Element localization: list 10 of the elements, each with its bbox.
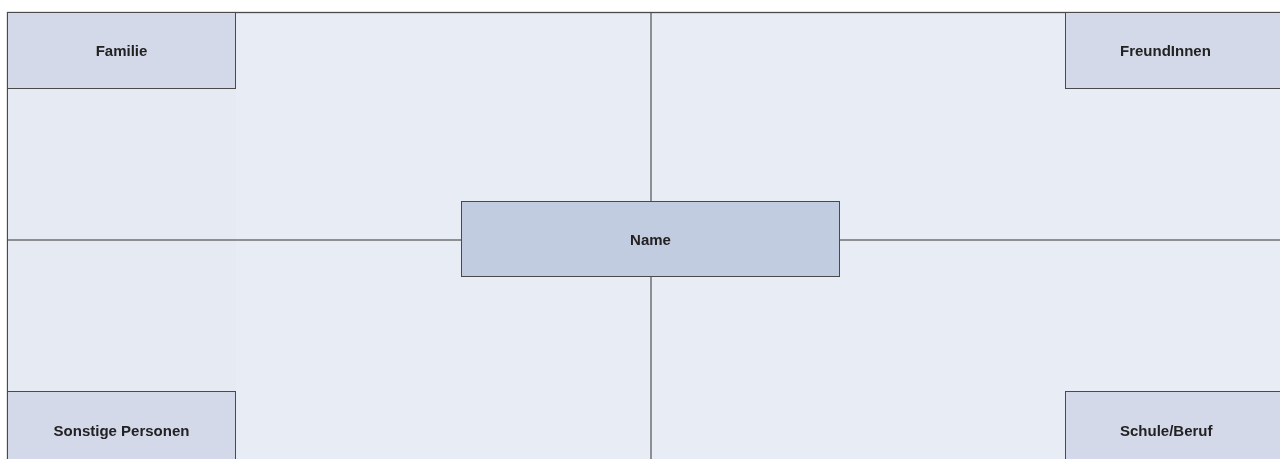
center-box xyxy=(461,201,840,277)
category-box xyxy=(7,391,236,459)
category-box xyxy=(7,12,236,89)
box-label: Name xyxy=(630,230,671,248)
box-label: Familie xyxy=(95,42,148,59)
category-box xyxy=(1065,391,1280,459)
category-box xyxy=(1065,12,1280,89)
box-label: FreundInnen xyxy=(1120,42,1211,59)
box-label: Schule/Beruf xyxy=(1120,421,1213,439)
box-label: Sonstige Personen xyxy=(53,421,190,439)
